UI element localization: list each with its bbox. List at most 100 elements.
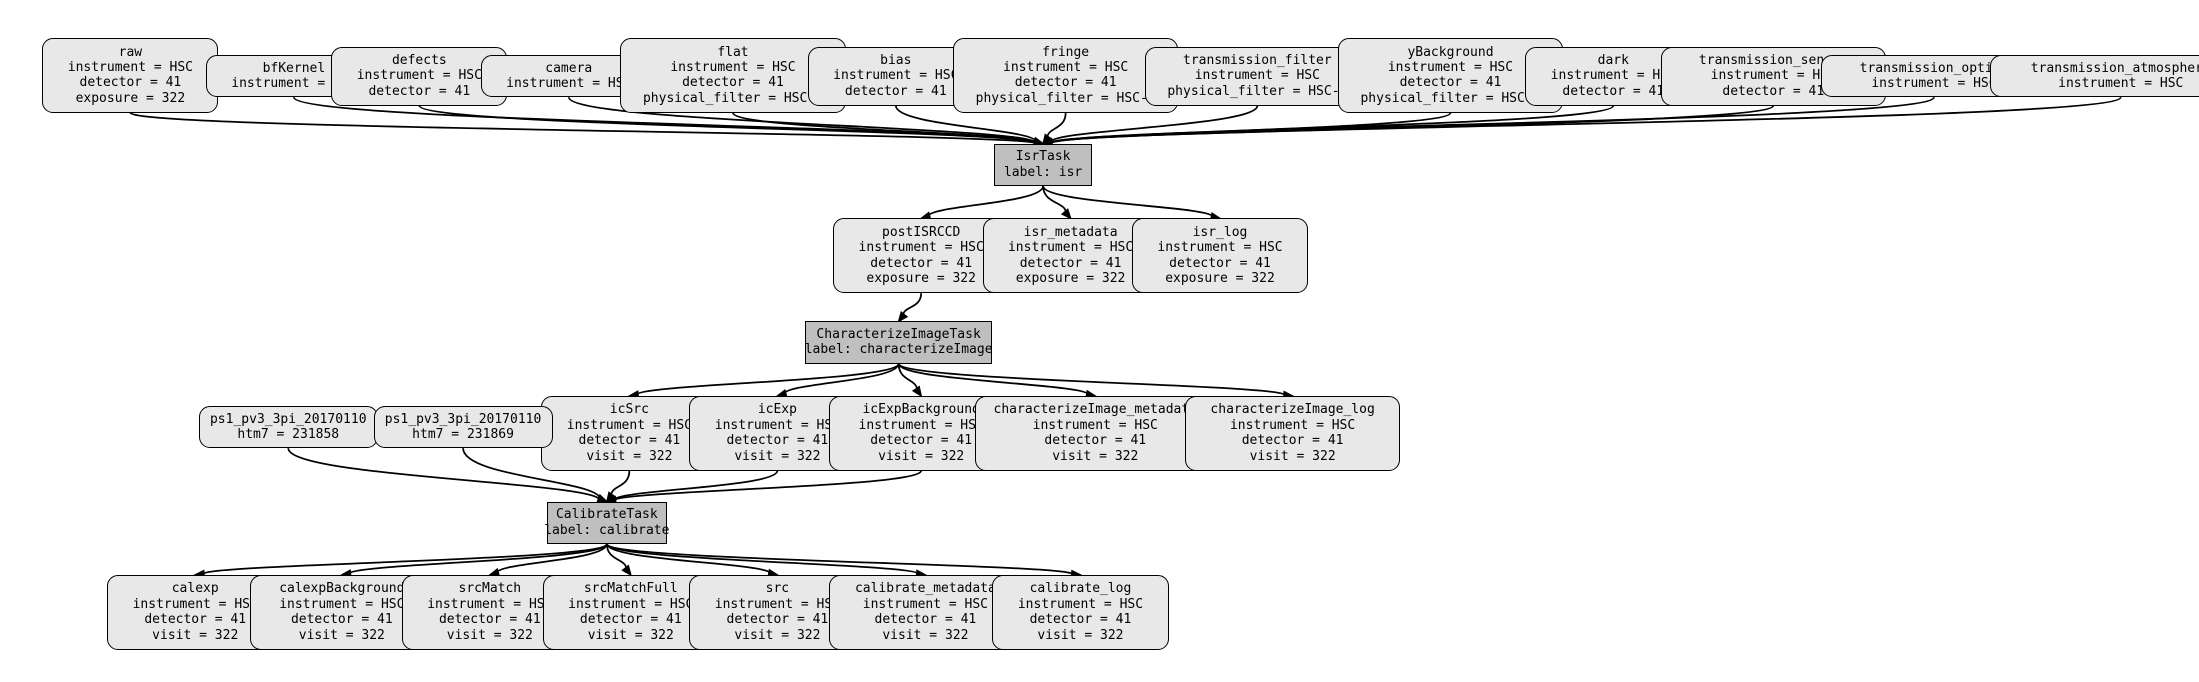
graph-edge <box>1049 111 1452 145</box>
node-detail-row: instrument = HSC <box>2058 76 2184 92</box>
node-title: ps1_pv3_3pi_20170110 <box>384 411 542 427</box>
node-title: srcMatch <box>458 581 522 597</box>
node-title: icSrc <box>609 402 649 418</box>
graph-edge <box>927 185 1044 218</box>
node-detail-row: instrument = HSC <box>1229 417 1356 433</box>
node-title: calexp <box>171 581 219 597</box>
node-detail-row: instrument = HSC <box>714 417 840 433</box>
node-detail-row: instrument = HSC <box>1003 59 1129 75</box>
node-detail-row: instrument = HSC <box>67 59 193 75</box>
node-title: icExp <box>757 402 797 418</box>
node-title: IsrTask <box>1015 149 1071 165</box>
graph-edge <box>612 469 923 502</box>
node-title: transmission_atmosphere <box>2030 60 2199 76</box>
node-detail-row: detector = 41 <box>1029 612 1132 628</box>
node-detail-row: detector = 41 <box>1169 255 1271 271</box>
node-detail-row: htm7 = 231858 <box>237 426 340 442</box>
node-title: CharacterizeImageTask <box>816 326 981 342</box>
node-title: ps1_pv3_3pi_20170110 <box>209 411 367 427</box>
node-title: src <box>765 581 790 597</box>
node-detail-row: instrument = HSC <box>566 417 692 433</box>
node-detail-row: instrument = HSC <box>356 68 482 84</box>
node-title: transmission_sensor <box>1698 52 1848 68</box>
node-title: transmission_filter <box>1183 52 1332 68</box>
node-detail-row: instrument = HSC <box>427 596 553 612</box>
node-title: icExpBackground <box>862 402 980 418</box>
node-detail-row: visit = 322 <box>298 627 385 643</box>
graph-edge <box>635 362 900 396</box>
node-title: yBackground <box>1407 44 1494 60</box>
graph-edge <box>1046 112 1067 139</box>
graph-edge <box>897 362 1287 397</box>
node-detail-row: detector = 41 <box>1241 433 1344 449</box>
node-title: bfKernel <box>262 60 326 76</box>
graph-edge <box>605 543 920 576</box>
node-title: postISRCCD <box>882 224 961 240</box>
node-detail-row: instrument = HSC <box>1007 240 1134 256</box>
graph-edge <box>897 363 1090 396</box>
node-title: calexpBackground <box>279 581 405 597</box>
node-title: characterizeImage_metadata <box>993 402 1198 418</box>
node-detail-row: instrument = HSC <box>568 596 694 612</box>
node-detail-row: physical_filter = HSC-Y <box>642 90 823 106</box>
node-title: CalibrateTask <box>555 507 658 523</box>
node-title: transmission_optics <box>1859 60 2009 76</box>
node-title: dark <box>1597 52 1629 68</box>
node-title: camera <box>545 60 593 76</box>
node-detail-row: detector = 41 <box>290 612 393 628</box>
graph-edge-arrowhead <box>1042 133 1053 146</box>
graph-edge <box>902 293 923 316</box>
graph-edge <box>605 543 1075 576</box>
node-detail-row: htm7 = 231869 <box>412 426 514 442</box>
node-detail-row: visit = 322 <box>882 627 969 643</box>
node-detail-row: detector = 41 <box>870 255 973 271</box>
graph-edge <box>495 543 608 574</box>
node-title: flat <box>717 44 749 60</box>
node-detail-row: exposure = 322 <box>75 90 186 106</box>
node-detail-row: instrument = HSC <box>132 596 258 612</box>
node-detail-row: detector = 41 <box>438 612 541 628</box>
node-detail-row: label: characterizeImage <box>804 342 993 358</box>
node-title: defects <box>391 52 447 68</box>
graph-edge <box>201 543 608 576</box>
node-detail-row: visit = 322 <box>1037 627 1124 643</box>
node-detail-row: exposure = 322 <box>1165 271 1275 287</box>
node-detail-row: instrument = HSC <box>833 68 959 84</box>
node-detail-row: detector = 41 <box>1562 83 1665 99</box>
node-detail-row: instrument = HSC <box>670 59 796 75</box>
graph-edge <box>783 363 900 395</box>
node-detail-row: visit = 322 <box>734 627 821 643</box>
node-detail-row: instrument = HSC <box>1194 68 1320 84</box>
node-title: isr_log <box>1192 224 1248 240</box>
node-detail-row: detector = 41 <box>368 83 471 99</box>
node-detail-row: detector = 41 <box>1722 83 1825 99</box>
graph-edge <box>732 111 1037 144</box>
node-detail-row: instrument = HSC <box>1550 68 1676 84</box>
node-detail-row: label: isr <box>1003 164 1083 180</box>
node-detail-row: visit = 322 <box>1052 448 1139 464</box>
node-detail-row: instrument = HSC <box>231 76 357 92</box>
node-detail-row: visit = 322 <box>586 448 673 464</box>
graph-edge <box>610 470 631 497</box>
node-detail-row: visit = 322 <box>1249 448 1336 464</box>
node-detail-row: exposure = 322 <box>1015 271 1126 287</box>
node-detail-row: instrument = HSC <box>1157 240 1283 256</box>
node-title: calibrate_log <box>1029 581 1132 597</box>
